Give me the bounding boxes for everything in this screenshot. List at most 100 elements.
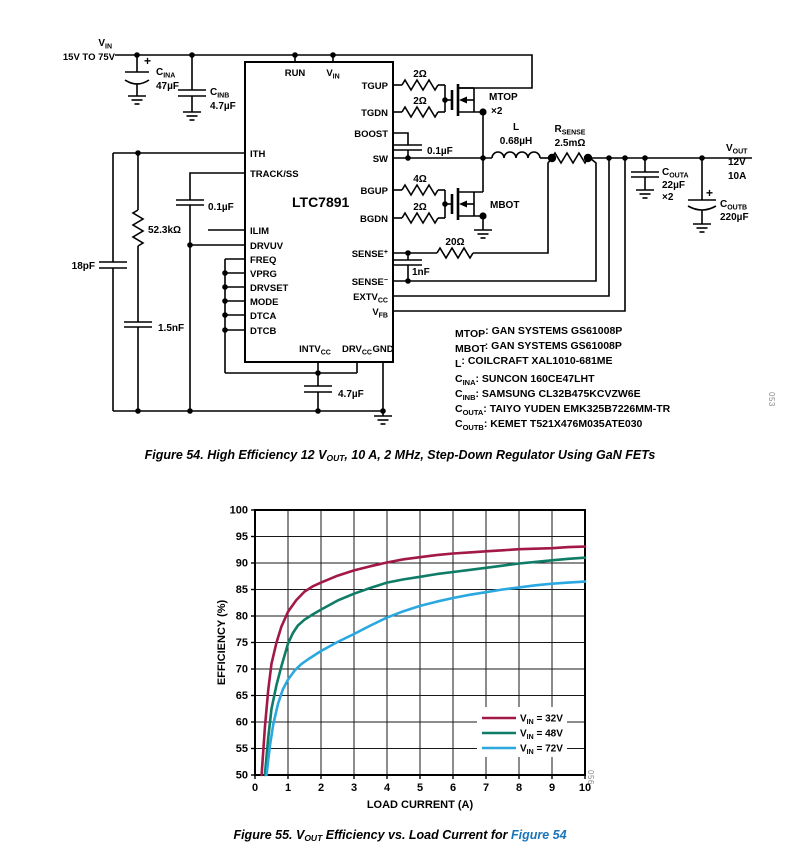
cina-plus-sign: + <box>144 54 151 68</box>
pin-run: RUN <box>285 68 306 79</box>
tgdn-resistor-value: 2Ω <box>413 96 427 107</box>
y-tick-label: 75 <box>236 637 248 649</box>
ic-name: LTC7891 <box>292 194 350 210</box>
y-tick-label: 55 <box>236 743 248 755</box>
y-axis-label: EFFICIENCY (%) <box>216 599 228 685</box>
inductor-value: 0.68µH <box>500 136 532 147</box>
mbot-label: MBOT <box>490 200 519 211</box>
pin-intvcc: INTVCC <box>299 344 331 357</box>
legend-label: VIN = 72V <box>520 744 563 757</box>
note-line: COUTB: KEMET T521X476M035ATE030 <box>455 418 643 432</box>
caption-text: , 10 A, 2 MHz, Step-Down Regulator Using… <box>344 448 656 462</box>
y-tick-label: 60 <box>236 717 248 729</box>
x-tick-label: 5 <box>417 782 423 794</box>
x-tick-label: 7 <box>483 782 489 794</box>
extvcc-trace <box>393 158 610 297</box>
pin-trackss: TRACK/SS <box>250 169 299 180</box>
pin-drvuv: DRVUV <box>250 241 284 252</box>
cina-capacitor <box>124 55 150 105</box>
y-tick-label: 95 <box>236 531 248 543</box>
note-line: CINA: SUNCON 160CE47LHT <box>455 373 595 387</box>
cinb-label: CINB <box>210 87 229 100</box>
sense-filter-capacitor <box>394 253 422 284</box>
vfb-trace <box>393 158 626 312</box>
cinb-capacitor <box>178 55 206 121</box>
pin-boost: BOOST <box>354 129 388 140</box>
trackss-capacitor <box>176 172 245 411</box>
caption-subscript: OUT <box>326 453 345 463</box>
pin-drvcc: DRVCC <box>342 344 372 357</box>
figure54-link[interactable]: Figure 54 <box>510 828 567 842</box>
cinb-value: 4.7µF <box>210 101 236 112</box>
tgup-resistor <box>393 78 445 92</box>
pin-vfb: VFB <box>372 307 388 320</box>
x-tick-label: 8 <box>516 782 522 794</box>
legend-label: VIN = 32V <box>520 714 563 727</box>
mbot-fet <box>442 158 492 239</box>
figure55-caption: Figure 55. VOUT Efficiency vs. Load Curr… <box>0 828 800 843</box>
vout-label: VOUT <box>726 143 748 156</box>
boost-capacitor-value: 0.1µF <box>427 146 453 157</box>
vin-range-label: 15V TO 75V <box>63 52 116 63</box>
x-tick-label: 9 <box>549 782 555 794</box>
bgdn-resistor-value: 2Ω <box>413 202 427 213</box>
couta-capacitor <box>631 158 659 199</box>
trackss-capacitor-value: 0.1µF <box>208 202 234 213</box>
cina-value: 47µF <box>156 81 179 92</box>
tgdn-resistor <box>393 105 445 119</box>
pin-mode: MODE <box>250 297 279 308</box>
series-curve-1 <box>263 556 587 777</box>
x-axis-label: LOAD CURRENT (A) <box>367 799 474 811</box>
pin-tgup: TGUP <box>362 81 389 92</box>
pin-freq: FREQ <box>250 255 276 266</box>
intvcc-bypass-capacitor <box>304 373 332 411</box>
x-tick-label: 10 <box>579 782 591 794</box>
chart-legend: VIN = 32V VIN = 48V VIN = 72V <box>477 707 567 757</box>
mtop-label: MTOP <box>489 92 518 103</box>
y-tick-label: 70 <box>236 664 248 676</box>
y-tick-label: 100 <box>230 505 248 517</box>
pin-extvcc: EXTVCC <box>353 292 388 305</box>
pin-tgdn: TGDN <box>361 108 388 119</box>
vout-voltage: 12V <box>728 157 746 168</box>
rsense-value: 2.5mΩ <box>555 138 586 149</box>
intvcc-capacitor-value: 4.7µF <box>338 389 364 400</box>
pin-dtcb: DTCB <box>250 326 277 337</box>
figure-code-053: 053 <box>767 392 776 407</box>
note-line: COUTA: TAIYO YUDEN EMK325B7226MM-TR <box>455 403 671 417</box>
x-tick-label: 0 <box>252 782 258 794</box>
x-tick-label: 3 <box>351 782 357 794</box>
series-curve-0 <box>260 545 587 777</box>
bgup-resistor-value: 4Ω <box>413 174 427 185</box>
note-line: L: COILCRAFT XAL1010-681ME <box>455 355 613 370</box>
sense-resistor-value: 20Ω <box>445 237 464 248</box>
x-tick-label: 4 <box>384 782 391 794</box>
couta-x2-label: ×2 <box>662 192 674 203</box>
bgup-resistor <box>393 183 445 197</box>
pin-dtca: DTCA <box>250 311 277 322</box>
caption-text: Figure 55. V <box>233 828 305 842</box>
cina-label: CINA <box>156 67 175 80</box>
pin-bgup: BGUP <box>361 186 389 197</box>
figure-code-056: 056 <box>586 770 595 785</box>
ground-rail <box>113 362 392 425</box>
pin-vprg: VPRG <box>250 269 277 280</box>
pin-vin: VIN <box>326 68 339 81</box>
y-tick-label: 85 <box>236 584 248 596</box>
x-tick-label: 1 <box>285 782 291 794</box>
rsense-label: RSENSE <box>555 124 586 137</box>
inductor-ref: L <box>513 122 519 133</box>
sense-capacitor-value: 1nF <box>412 267 430 278</box>
c15n-value: 1.5nF <box>158 323 184 334</box>
legend-label: VIN = 48V <box>520 729 563 742</box>
pin-ilim: ILIM <box>250 226 269 237</box>
component-notes: MTOP: GAN SYSTEMS GS61008P MBOT: GAN SYS… <box>455 325 671 432</box>
vin-label: VIN <box>98 38 112 51</box>
pin-sw: SW <box>373 154 388 165</box>
schematic-figure54: VIN 15V TO 75V + CINA 47µF CINB 4.7µF LT… <box>63 38 752 432</box>
y-tick-label: 90 <box>236 558 248 570</box>
note-line: MTOP: GAN SYSTEMS GS61008P <box>455 325 622 340</box>
y-tick-label: 80 <box>236 611 248 623</box>
bgdn-resistor <box>393 211 445 225</box>
